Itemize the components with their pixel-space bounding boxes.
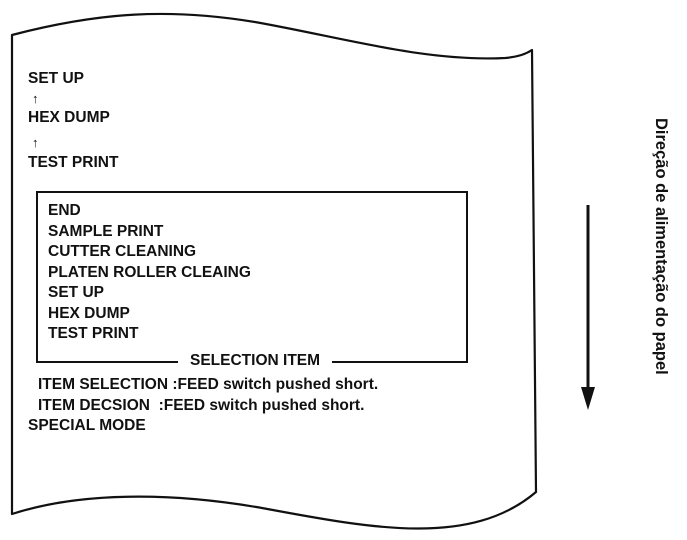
up-arrow-icon: ↑ (32, 91, 39, 106)
up-arrow-icon: ↑ (32, 135, 39, 150)
test-print-label: TEST PRINT (28, 154, 119, 171)
down-arrow-icon (581, 205, 595, 410)
list-item-sample-print: SAMPLE PRINT (48, 222, 164, 240)
hex-dump-label: HEX DUMP (28, 109, 110, 126)
selection-item-list: END SAMPLE PRINT CUTTER CLEANING PLATEN … (48, 201, 251, 345)
list-item-test-print: TEST PRINT (48, 325, 139, 342)
selection-item-box: END SAMPLE PRINT CUTTER CLEANING PLATEN … (36, 191, 468, 363)
list-item-hex-dump: HEX DUMP (48, 304, 130, 322)
list-item-end: END (48, 202, 81, 219)
list-item-cutter-cleaning: CUTTER CLEANING (48, 243, 197, 260)
item-decision-instruction: ITEM DECSION :FEED switch pushed short. (38, 397, 365, 414)
special-mode-label: SPECIAL MODE (28, 417, 146, 434)
feed-direction-label: Direção de alimentação do papel (652, 118, 670, 375)
setup-label: SET UP (28, 70, 84, 87)
list-item-set-up: SET UP (48, 284, 104, 301)
paper-edge (10, 12, 538, 530)
selection-item-caption: SELECTION ITEM (178, 353, 333, 369)
list-item-platen-roller-cleaning: PLATEN ROLLER CLEAING (48, 263, 251, 281)
item-selection-instruction: ITEM SELECTION :FEED switch pushed short… (38, 376, 379, 393)
